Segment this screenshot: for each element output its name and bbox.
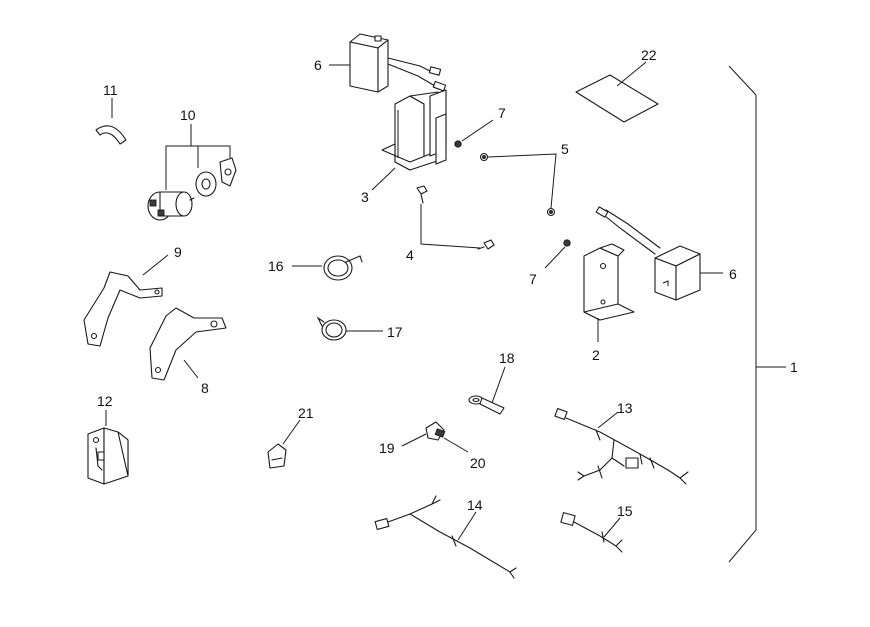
part-12-relay <box>87 410 129 485</box>
callout-18: 18 <box>499 350 515 366</box>
part-13-harness <box>554 407 689 485</box>
kit-brace <box>728 65 786 563</box>
part-8-bracket <box>149 307 227 381</box>
callout-19: 19 <box>379 440 395 456</box>
callout-11: 11 <box>103 82 118 98</box>
callout-4: 4 <box>406 247 414 263</box>
part-5-nuts <box>479 152 557 217</box>
part-21-grommet <box>267 419 301 469</box>
part-9-bracket <box>83 254 169 347</box>
part-4-bolts <box>416 185 495 250</box>
part-3-bracket <box>371 89 447 191</box>
callout-14: 14 <box>467 497 483 513</box>
callout-labels: 1 2 3 4 5 6 6 7 7 8 9 10 11 12 13 14 15 … <box>97 47 798 519</box>
part-15-harness <box>560 512 623 553</box>
part-7-nut-right <box>544 239 571 269</box>
part-10-switch-set <box>147 124 237 221</box>
part-17-clamp <box>316 316 383 341</box>
callout-2: 2 <box>592 347 600 363</box>
callout-7-right: 7 <box>529 271 537 287</box>
callout-16: 16 <box>268 258 284 274</box>
callout-15: 15 <box>617 503 633 519</box>
part-11-clip <box>95 98 127 145</box>
callout-12: 12 <box>97 393 113 409</box>
callout-5: 5 <box>561 141 569 157</box>
callout-17: 17 <box>387 324 403 340</box>
callout-6-right: 6 <box>729 266 737 282</box>
part-6-controller-right <box>595 206 723 301</box>
switch-nut-ring <box>195 171 217 197</box>
part-2-bracket <box>583 243 635 342</box>
callout-6-top: 6 <box>314 57 322 73</box>
callout-21: 21 <box>298 405 314 421</box>
part-7-nut-top <box>454 119 494 148</box>
callout-7-top: 7 <box>498 105 506 121</box>
part-16-clamp <box>292 255 363 281</box>
part-14-harness <box>374 495 517 579</box>
callout-13: 13 <box>617 400 633 416</box>
part-22-decal <box>575 61 659 123</box>
part-18-terminal <box>468 366 506 415</box>
part-19-20-switch <box>401 421 469 453</box>
callout-20: 20 <box>470 455 486 471</box>
callout-3: 3 <box>361 189 369 205</box>
switch-key <box>219 157 237 187</box>
part-6-controller-top <box>329 33 447 93</box>
callout-9: 9 <box>174 244 182 260</box>
callout-10: 10 <box>180 107 196 123</box>
ignition-switch-body <box>147 191 195 221</box>
callout-1: 1 <box>790 359 798 375</box>
callout-8: 8 <box>201 380 209 396</box>
callout-22: 22 <box>641 47 657 63</box>
